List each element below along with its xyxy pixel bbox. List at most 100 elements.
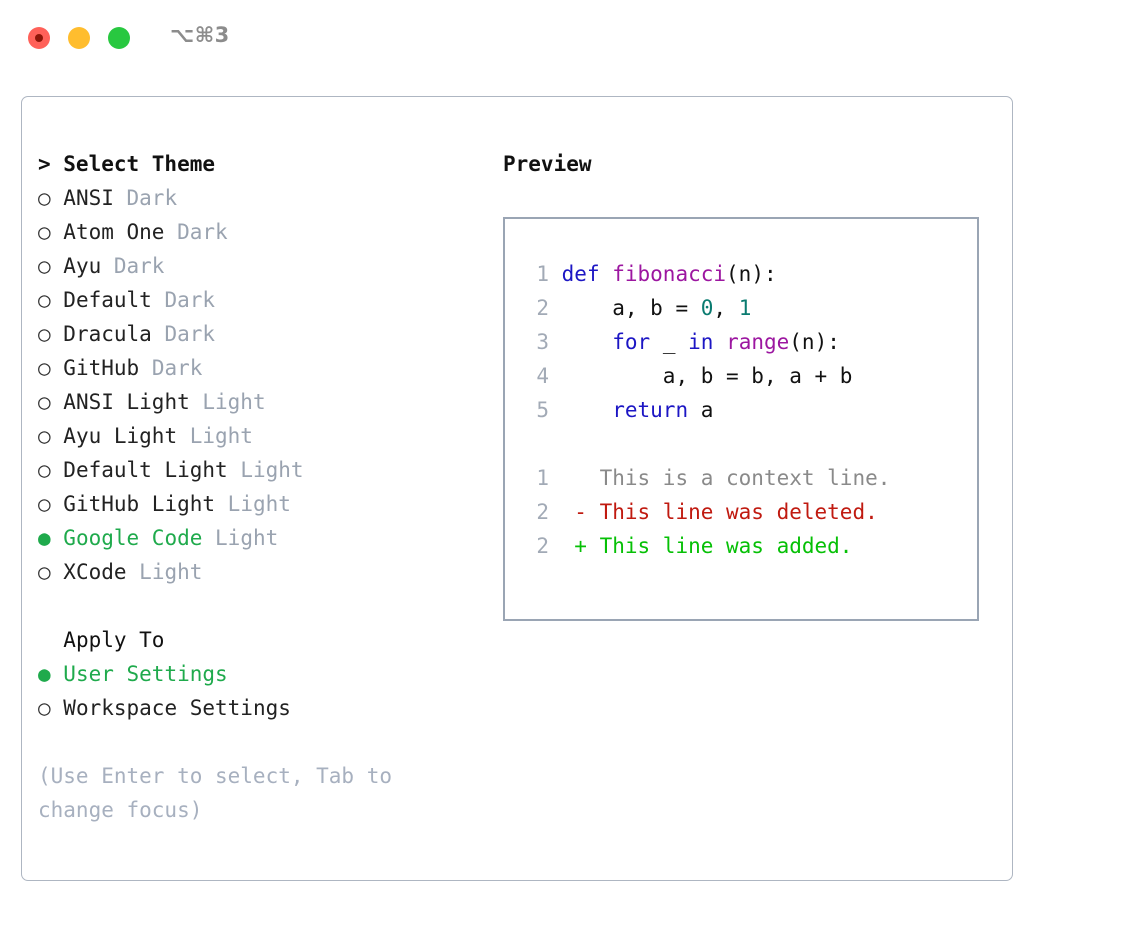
theme-option-label: ANSI Light	[50, 390, 203, 414]
diff-line-text: - This line was deleted.	[574, 500, 878, 524]
radio-unselected-icon: ○	[38, 322, 51, 346]
radio-unselected-icon: ○	[38, 186, 51, 210]
radio-selected-icon: ●	[38, 662, 51, 686]
theme-option-atom-one[interactable]: ○ Atom One Dark	[38, 215, 478, 249]
theme-option-google-code[interactable]: ● Google Code Light	[38, 521, 478, 555]
theme-option-github[interactable]: ○ GitHub Dark	[38, 351, 478, 385]
zoom-button[interactable]	[108, 27, 130, 49]
theme-option-tag: Dark	[113, 254, 165, 278]
theme-option-tag: Light	[139, 560, 203, 584]
line-number: 2	[536, 500, 549, 524]
close-icon	[35, 34, 43, 42]
theme-option-tag: Light	[227, 492, 291, 516]
theme-option-tag: Light	[202, 390, 266, 414]
close-button[interactable]	[28, 27, 50, 49]
theme-option-dracula[interactable]: ○ Dracula Dark	[38, 317, 478, 351]
select-theme-header: > Select Theme	[38, 152, 216, 176]
code-token: fibonacci	[612, 262, 727, 286]
radio-unselected-icon: ○	[38, 458, 51, 482]
theme-option-ayu-light[interactable]: ○ Ayu Light Light	[38, 419, 478, 453]
diff-line-ctx: 1 This is a context line.	[523, 461, 977, 495]
theme-option-label: Ayu	[50, 254, 114, 278]
keyboard-shortcut-label: ⌥⌘3	[170, 23, 230, 47]
theme-option-github-light[interactable]: ○ GitHub Light Light	[38, 487, 478, 521]
theme-option-tag: Dark	[177, 220, 228, 244]
theme-option-label: Atom One	[50, 220, 178, 244]
theme-option-tag: Dark	[126, 186, 178, 210]
code-token: 0	[700, 296, 714, 320]
diff-line-del: 2 - This line was deleted.	[523, 495, 977, 529]
diff-sample: 1 This is a context line.2 - This line w…	[523, 461, 977, 563]
apply-to-section: Apply To ● User Settings○ Workspace Sett…	[38, 623, 478, 725]
main-panel: > Select Theme ○ ANSI Dark○ Atom One Dar…	[21, 96, 1013, 881]
theme-option-label: ANSI	[50, 186, 127, 210]
code-token: def	[561, 262, 613, 286]
code-token: return	[612, 398, 689, 422]
code-token: 1	[738, 296, 752, 320]
apply-to-list: ● User Settings○ Workspace Settings	[38, 657, 478, 725]
radio-unselected-icon: ○	[38, 288, 51, 312]
code-token: a, b = b, a + b	[561, 364, 853, 388]
radio-unselected-icon: ○	[38, 696, 51, 720]
theme-option-tag: Light	[240, 458, 304, 482]
radio-unselected-icon: ○	[38, 492, 51, 516]
theme-option-ansi[interactable]: ○ ANSI Dark	[38, 181, 478, 215]
diff-line-add: 2 + This line was added.	[523, 529, 977, 563]
line-number: 5	[536, 398, 549, 422]
radio-selected-icon: ●	[38, 526, 51, 550]
code-token	[562, 398, 613, 422]
theme-option-ayu[interactable]: ○ Ayu Dark	[38, 249, 478, 283]
theme-option-tag: Dark	[164, 288, 216, 312]
code-token: for	[612, 330, 651, 354]
theme-option-default[interactable]: ○ Default Dark	[38, 283, 478, 317]
code-token: a, b =	[561, 296, 701, 320]
theme-option-label: Google Code	[50, 526, 216, 550]
theme-option-tag: Light	[215, 526, 279, 550]
theme-option-label: GitHub	[50, 356, 152, 380]
minimize-button[interactable]	[68, 27, 90, 49]
line-number: 3	[536, 330, 549, 354]
code-token: _	[650, 330, 689, 354]
theme-option-label: GitHub Light	[50, 492, 228, 516]
apply-to-option-workspace-settings[interactable]: ○ Workspace Settings	[38, 691, 478, 725]
theme-option-label: Default	[50, 288, 165, 312]
line-number: 2	[536, 296, 549, 320]
preview-title: Preview	[503, 152, 592, 176]
theme-picker-column: > Select Theme ○ ANSI Dark○ Atom One Dar…	[38, 147, 478, 827]
diff-line-text: + This line was added.	[574, 534, 853, 558]
theme-list: ○ ANSI Dark○ Atom One Dark○ Ayu Dark○ De…	[38, 181, 478, 589]
theme-option-xcode[interactable]: ○ XCode Light	[38, 555, 478, 589]
theme-option-label: Dracula	[50, 322, 165, 346]
code-token	[562, 330, 613, 354]
apply-to-header: Apply To	[63, 628, 165, 652]
code-token: range	[726, 330, 790, 354]
apply-to-option-user-settings[interactable]: ● User Settings	[38, 657, 478, 691]
preview-column: Preview 1 def fibonacci(n):2 a, b = 0, 1…	[503, 147, 993, 621]
keyboard-hint-text: (Use Enter to select, Tab to change focu…	[38, 764, 405, 822]
code-token: in	[688, 330, 714, 354]
theme-option-label: Default Light	[50, 458, 241, 482]
apply-to-option-label: User Settings	[50, 662, 228, 686]
line-number: 4	[536, 364, 549, 388]
radio-unselected-icon: ○	[38, 254, 51, 278]
radio-unselected-icon: ○	[38, 560, 51, 584]
theme-option-tag: Dark	[164, 322, 216, 346]
code-line: 3 for _ in range(n):	[523, 325, 977, 359]
radio-unselected-icon: ○	[38, 424, 51, 448]
code-line: 1 def fibonacci(n):	[523, 257, 977, 291]
code-token: a	[688, 398, 714, 422]
line-number: 2	[536, 534, 549, 558]
code-diff-spacer	[523, 427, 977, 461]
code-token: (n):	[726, 262, 777, 286]
code-line: 5 return a	[523, 393, 977, 427]
diff-line-text: This is a context line.	[574, 466, 891, 490]
apply-to-option-label: Workspace Settings	[50, 696, 291, 720]
theme-option-ansi-light[interactable]: ○ ANSI Light Light	[38, 385, 478, 419]
theme-option-default-light[interactable]: ○ Default Light Light	[38, 453, 478, 487]
theme-option-tag: Light	[189, 424, 253, 448]
code-line: 2 a, b = 0, 1	[523, 291, 977, 325]
title-bar: ⌥⌘3	[0, 0, 1140, 78]
code-line: 4 a, b = b, a + b	[523, 359, 977, 393]
